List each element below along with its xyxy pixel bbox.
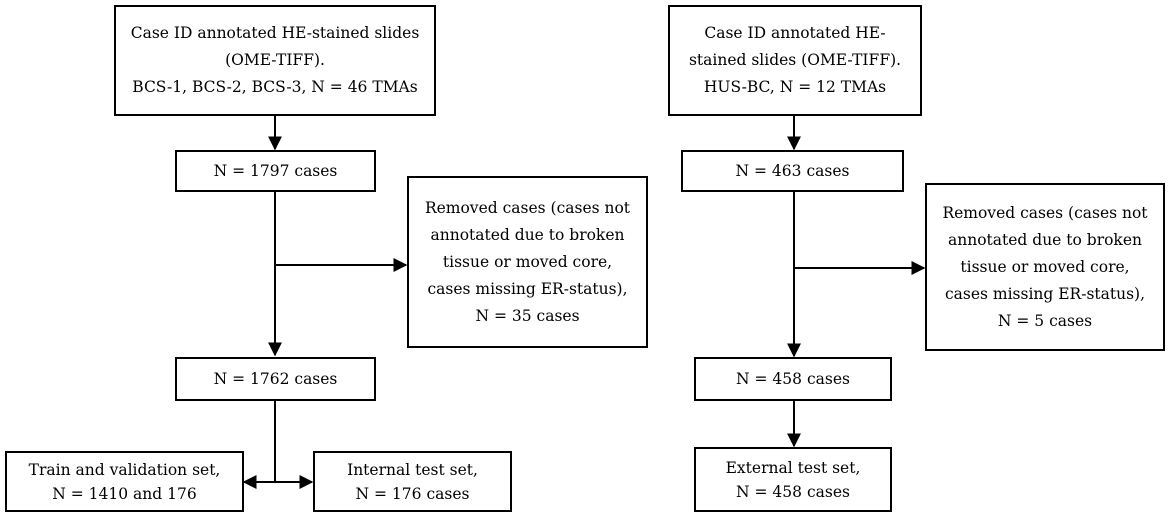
right-initial-box: N = 463 cases xyxy=(681,150,904,192)
left-removed-line-1: Removed cases (cases not xyxy=(424,198,631,217)
right-remaining-label: N = 458 cases xyxy=(736,369,850,388)
right-remaining-box: N = 458 cases xyxy=(694,357,892,401)
left-train-line-1: Train and validation set, xyxy=(28,460,221,479)
left-train-line-2: N = 1410 and 176 xyxy=(52,484,197,503)
right-removed-line-5: N = 5 cases xyxy=(997,311,1093,330)
left-source-line-1: Case ID annotated HE-stained slides xyxy=(130,24,420,42)
right-source-line-3: HUS-BC, N = 12 TMAs xyxy=(703,78,887,96)
right-removed-line-1: Removed cases (cases not xyxy=(942,203,1148,222)
left-remaining-box: N = 1762 cases xyxy=(175,357,376,401)
right-removed-line-2: annotated due to broken xyxy=(948,230,1142,249)
left-source-box: Case ID annotated HE-stained slides (OME… xyxy=(114,5,436,116)
left-test-box: Internal test set, N = 176 cases xyxy=(313,451,512,512)
left-removed-box: Removed cases (cases not annotated due t… xyxy=(407,176,648,348)
left-removed-line-3: tissue or moved core, xyxy=(442,252,613,271)
left-removed-line-5: N = 35 cases xyxy=(475,306,580,325)
right-test-box: External test set, N = 458 cases xyxy=(694,447,892,512)
left-removed-line-2: annotated due to broken xyxy=(430,225,625,244)
right-removed-line-3: tissue or moved core, xyxy=(960,257,1130,276)
right-test-line-2: N = 458 cases xyxy=(736,482,850,501)
left-initial-box: N = 1797 cases xyxy=(175,150,376,192)
left-test-line-2: N = 176 cases xyxy=(355,484,470,503)
left-test-line-1: Internal test set, xyxy=(347,460,478,479)
right-test-line-1: External test set, xyxy=(725,458,861,477)
right-source-line-1: Case ID annotated HE- xyxy=(704,24,886,42)
right-removed-line-4: cases missing ER-status), xyxy=(944,284,1146,303)
left-source-line-2: (OME-TIFF). xyxy=(225,51,325,69)
right-removed-box: Removed cases (cases not annotated due t… xyxy=(925,183,1165,351)
right-initial-label: N = 463 cases xyxy=(735,161,850,180)
right-source-line-2: stained slides (OME-TIFF). xyxy=(688,51,902,69)
right-source-box: Case ID annotated HE- stained slides (OM… xyxy=(668,5,922,116)
left-source-line-3: BCS-1, BCS-2, BCS-3, N = 46 TMAs xyxy=(132,78,418,96)
left-removed-line-4: cases missing ER-status), xyxy=(427,279,628,298)
left-train-box: Train and validation set, N = 1410 and 1… xyxy=(5,451,244,512)
left-initial-label: N = 1797 cases xyxy=(213,161,338,180)
left-remaining-label: N = 1762 cases xyxy=(213,369,338,388)
